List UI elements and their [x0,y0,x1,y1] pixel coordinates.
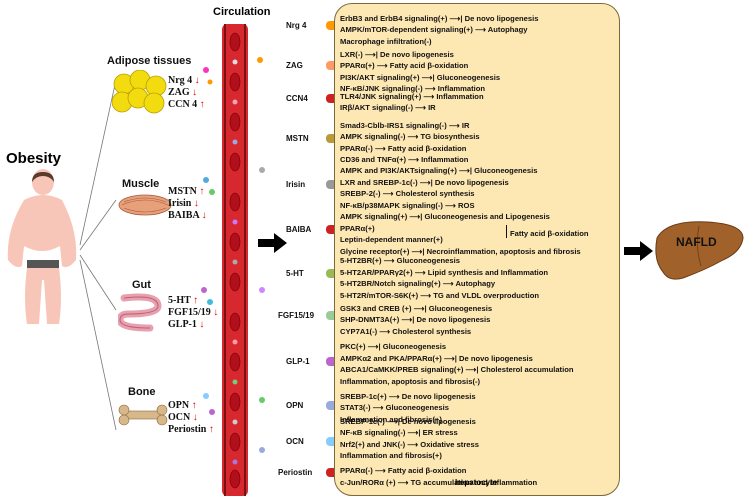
pathway-line: Inflammation, apoptosis and fibrosis(-) [340,376,481,386]
pathway-line: SREBP-1c(+) ⟶ De novo lipogenesis [340,391,476,401]
circulation-title: Circulation [213,6,271,18]
nafld-label: NAFLD [676,235,717,249]
pathway-line: Inflammation and fibrosis(+) [340,414,442,424]
pathway-line: SHP-DNMT3A(+) ⟶| De novo lipogenesis [340,315,491,325]
obese-body-figure [7,169,77,324]
pathway-line: PPARα(+) ⟶ Fatty acid β-oxidation [340,61,469,71]
factor-label-2: CCN4 [286,93,308,103]
pathway-line: Macrophage infiltration(-) [340,36,432,46]
pathway-line: AMPKα2 and PKA/PPARα(+) ⟶| De novo lipog… [340,353,533,363]
pathway-line: CYP7A1(-) ⟶ Cholesterol synthesis [340,326,472,336]
factor-label-6: 5-HT [286,269,304,279]
pathway-line: Glycine receptor(+) ⟶| Necroinflammation… [340,246,581,256]
hepatocyte-panel [334,3,620,496]
factor-label-5: BAIBA [286,225,312,235]
receptor-icon [326,133,334,143]
factor-label-4: Irisin [286,179,306,189]
factor-label-3: MSTN [286,133,309,143]
pathway-line: 5-HT2BR/Notch signaling(+) ⟶ Autophagy [340,279,496,289]
red-blood-cells [229,32,241,489]
muscle-hormone-list: MSTN ↑ Irisin ↓ BAIBA ↓ [168,186,207,221]
muscle-icon [118,194,172,216]
pathway-line: NF-κB/JNK signaling(-) ⟶ Inflammation [340,84,486,94]
factor-label-0: Nrg 4 [286,21,307,31]
pathway-line: LXR and SREBP-1c(-) ⟶| De novo lipogenes… [340,177,509,187]
factor-label-10: OCN [286,436,304,446]
pathway-line: ABCA1/CaMKK/PREB signaling(+) ⟶| Cholest… [340,365,574,375]
pathway-line: Nrf2(+) and JNK(-) ⟶ Oxidative stress [340,439,479,449]
obesity-label: Obesity [6,150,62,167]
muscle-title: Muscle [122,178,160,190]
pathway-line: GSK3 and CREB (+) ⟶| Gluconeogenesis [340,303,493,313]
pathway-line: PI3K/AKT signaling(+) ⟶| Gluconeogenesis [340,72,501,82]
pathway-line: PPARα(-) ⟶ Fatty acid β-oxidation [340,466,467,476]
hepatocyte-label: hepatocyte [455,478,498,487]
receptor-icon [326,468,334,478]
pathway-line: 5-HT2BR(+) ⟶ Gluconeogenesis [340,256,460,266]
liver-icon [655,221,744,280]
secreted-factor-dots [201,57,265,453]
receptor-icon [326,357,334,367]
pathway-line: STAT3(-) ⟶ Gluconeogenesis [340,403,449,413]
bone-icon [118,404,168,426]
receptor-icon [326,179,334,189]
bone-hormone-list: OPN ↑ OCN ↓ Periostin ↑ [168,400,214,435]
receptor-icon [326,311,334,321]
factor-label-7: FGF15/19 [278,311,315,321]
gut-icon [118,293,162,332]
obesity-branch-lines [79,79,117,431]
pathway-line: AMPK signaling(+) ⟶| Gluconeogenesis and… [340,212,550,222]
brace-connector [470,224,507,238]
pathway-line: Leptin-dependent manner(+) [340,235,443,245]
receptor-icon [326,93,334,103]
pathway-line: TLR4/JNK signaling(+) ⟶ Inflammation [340,91,484,101]
factor-label-8: GLP-1 [286,357,310,367]
pathway-line: PPARα(-) ⟶ Fatty acid β-oxidation [340,143,467,153]
receptor-icon [326,401,334,411]
adipose-cells-icon [112,70,167,114]
factor-label-11: Periostin [278,468,313,478]
pathway-line: LXR(-) ⟶| De novo lipogenesis [340,49,454,59]
pathway-line: CD36 and TNFα(+) ⟶ Inflammation [340,154,469,164]
pathway-line: PPARα(+) [340,223,375,233]
pathway-line: IRβ/AKT signaling(-) ⟶ IR [340,103,436,113]
receptor-icon [326,21,334,31]
pathway-line: SREBP-1c(-) ⟶| De novo lipogenesis [340,416,476,426]
pathway-line: Inflammation and fibrosis(+) [340,451,442,461]
gut-hormone-list: 5-HT ↑ FGF15/19 ↓ GLP-1 ↓ [168,295,219,330]
right-arrow-icon [258,233,287,253]
factor-label-9: OPN [286,401,304,411]
pathway-line: SREBP-2(-) ⟶ Cholesterol synthesis [340,189,475,199]
right-arrow-icon-nafld [624,241,653,261]
pathway-line: 5-HT2R/mTOR-S6K(+) ⟶ TG and VLDL overpro… [340,290,539,300]
receptor-icon [326,225,334,235]
pathway-line: AMPK/mTOR-dependent signaling(+) ⟶ Autop… [340,25,528,35]
adipose-title: Adipose tissues [107,55,192,67]
pathway-line: AMPK signaling(-) ⟶ TG biosynthesis [340,132,480,142]
pathway-line: ErbB3 and ErbB4 signaling(+) ⟶| De novo … [340,13,539,23]
pathway-line: NF-κB signaling(-) ⟶| ER stress [340,428,458,438]
pathway-line: NF-κB/p38MAPK signaling(-) ⟶ ROS [340,200,475,210]
factor-label-1: ZAG [286,61,303,71]
receptor-icon [326,436,334,446]
adipose-hormone-list: Nrg 4 ↓ ZAG ↓ CCN 4 ↑ [168,75,205,110]
pathway-line: Smad3-Cblb-IRS1 signaling(-) ⟶ IR [340,120,470,130]
bone-title: Bone [128,386,156,398]
receptor-icon [326,61,334,71]
pathway-line: 5-HT2AR/PPARγ2(+) ⟶ Lipid synthesis and … [340,267,549,277]
brace-target: Fatty acid β-oxidation [510,229,589,239]
pathway-line: PKC(+) ⟶| Gluconeogenesis [340,342,447,352]
gut-title: Gut [132,279,151,291]
pathway-line: AMPK and PI3K/AKTsignaling(+) ⟶| Glucone… [340,166,538,176]
pathway-line: c-Jun/RORα (+) ⟶ TG accumulation and inf… [340,477,538,487]
receptor-icon [326,269,334,279]
